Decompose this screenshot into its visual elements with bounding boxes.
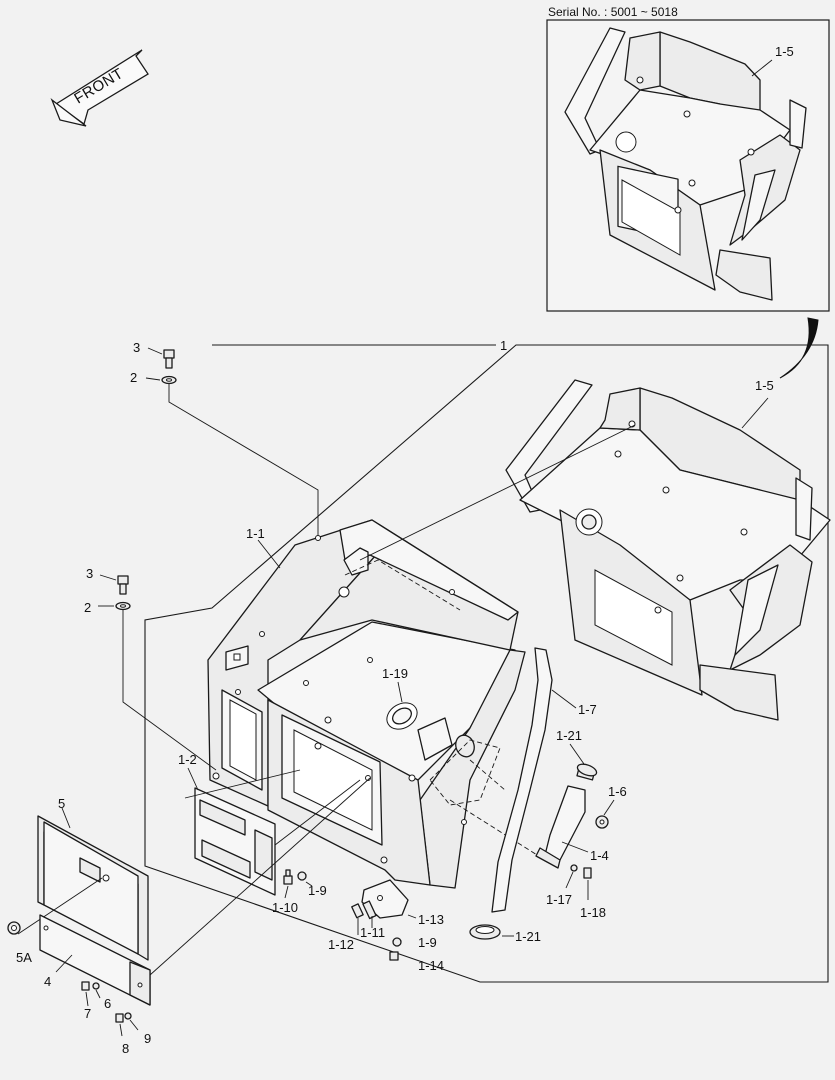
callout-1-5: 1-5 <box>755 378 774 393</box>
part-1-7 <box>491 647 553 913</box>
callout-3-a: 3 <box>133 340 140 355</box>
assembly-1-boundary <box>144 344 829 983</box>
part-3-bolt-lower <box>117 575 129 595</box>
part-1-5 <box>505 379 831 721</box>
inset-pointer <box>779 317 819 379</box>
callout-1-18: 1-18 <box>580 905 606 920</box>
leader-4-to-frame <box>149 777 371 976</box>
callout-1-7: 1-7 <box>578 702 597 717</box>
part-1-10 <box>283 869 293 885</box>
callout-1-4: 1-4 <box>590 848 609 863</box>
callout-1-13: 1-13 <box>418 912 444 927</box>
part-1-21-bottom <box>469 924 501 940</box>
part-2-washer-upper <box>161 375 177 385</box>
callout-1-2: 1-2 <box>178 752 197 767</box>
part-7-bolt <box>81 981 90 991</box>
part-1-9-upper <box>297 871 307 881</box>
callout-1-1: 1-1 <box>246 526 265 541</box>
part-9-washer <box>124 1012 132 1020</box>
callout-9: 9 <box>144 1031 151 1046</box>
part-1-13 <box>361 879 409 919</box>
callout-1-11: 1-11 <box>360 925 385 940</box>
part-1-21-top <box>576 763 598 777</box>
inset-frame-1-5 <box>564 27 807 301</box>
callout-1-14: 1-14 <box>418 958 444 973</box>
callout-8: 8 <box>122 1041 129 1056</box>
callout-1-9-b: 1-9 <box>418 935 437 950</box>
part-6-washer <box>92 982 100 990</box>
hidden-line-3 <box>449 799 546 861</box>
serial-number-label: Serial No. : 5001 ~ 5018 <box>548 5 678 19</box>
serial-inset: Serial No. : 5001 ~ 5018 <box>546 5 830 312</box>
callout-1-19: 1-19 <box>382 666 408 681</box>
leader-1-4 <box>561 841 589 853</box>
front-direction-arrow: FRONT <box>50 49 149 127</box>
part-1-2 <box>194 787 276 896</box>
callout-1-6: 1-6 <box>608 784 627 799</box>
callout-1-12: 1-12 <box>328 937 354 952</box>
callout-6: 6 <box>104 996 111 1011</box>
callout-1-9-a: 1-9 <box>308 883 327 898</box>
part-1-11 <box>362 900 377 920</box>
part-3-bolt-upper <box>163 349 175 369</box>
callout-2-b: 2 <box>84 600 91 615</box>
callout-4: 4 <box>44 974 51 989</box>
part-1-18 <box>583 867 592 879</box>
leader-1-7 <box>551 689 577 709</box>
part-1-4 <box>535 765 596 869</box>
part-4-plate <box>39 914 151 1006</box>
hidden-line-2 <box>429 739 501 806</box>
part-5a-lock <box>7 921 21 935</box>
callout-5: 5 <box>58 796 65 811</box>
part-2-washer-lower <box>115 601 131 611</box>
callout-1-21-b: 1-21 <box>515 929 541 944</box>
part-1-17 <box>570 864 578 872</box>
callout-1-10: 1-10 <box>272 900 298 915</box>
part-8-bolt <box>115 1013 124 1023</box>
callout-1-21-a: 1-21 <box>556 728 582 743</box>
part-1-9-lower <box>392 937 402 947</box>
leader-1-5 <box>741 397 769 429</box>
callout-5a: 5A <box>16 950 32 965</box>
part-5-door <box>37 815 149 961</box>
callout-1-17: 1-17 <box>546 892 572 907</box>
hidden-line-1 <box>344 559 461 611</box>
part-1-12 <box>351 903 364 919</box>
leader-1-5-to-frame <box>359 424 636 561</box>
part-1-14 <box>389 951 399 961</box>
callout-1: 1 <box>500 338 507 353</box>
callout-3-b: 3 <box>86 566 93 581</box>
callout-2-a: 2 <box>130 370 137 385</box>
callout-7: 7 <box>84 1006 91 1021</box>
inset-part-label-1-5: 1-5 <box>775 44 794 59</box>
callout-labels: 1 1-1 1-2 1-4 1-5 1-6 1-7 1-9 1-9 1-10 1… <box>16 338 774 1056</box>
main-frame-1-1 <box>207 519 526 889</box>
